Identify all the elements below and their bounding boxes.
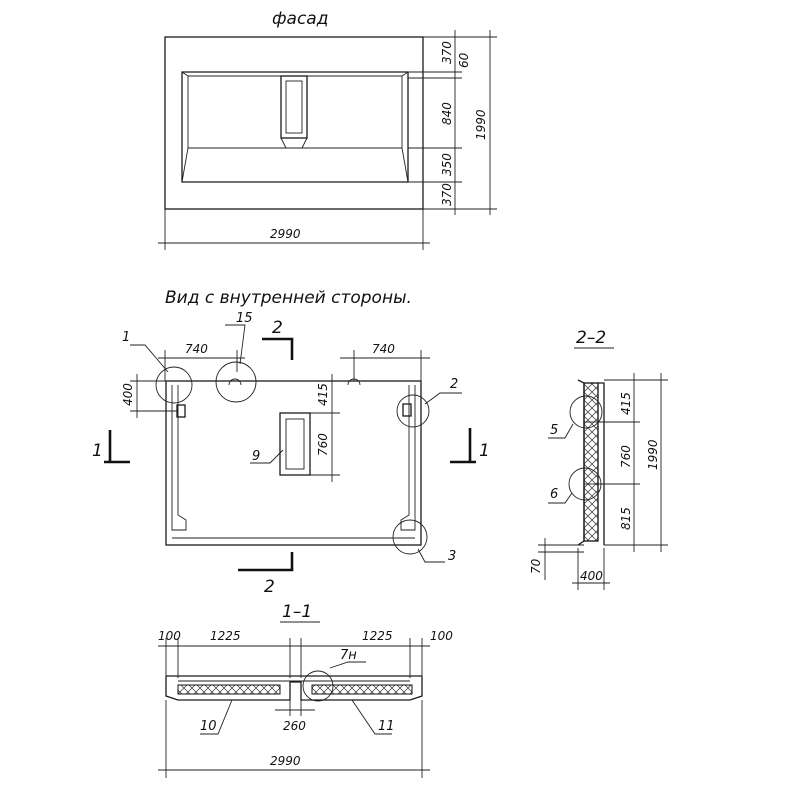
facade-dim-right: 370 60 840 350 370 1990 <box>408 30 497 215</box>
dim-350: 350 <box>440 153 454 176</box>
dim-400-left: 400 <box>121 383 135 406</box>
dim-400-sec: 400 <box>580 569 603 583</box>
facade-dim-bottom: 2990 <box>158 209 430 250</box>
callout-5: 5 <box>550 423 558 438</box>
callout-circle-1 <box>155 366 193 404</box>
inner-view-title: Вид с внутренней стороны. <box>165 288 412 308</box>
callout-7n: 7н <box>340 648 357 663</box>
facade-title: фасад <box>272 9 328 29</box>
dim-740-right: 740 <box>372 342 395 356</box>
inner-dim-center: 415 760 <box>310 374 340 482</box>
callout-9: 9 <box>252 449 260 464</box>
section-2-2-dims-right: 415 760 815 1990 <box>598 373 668 552</box>
dim-1225-right: 1225 <box>362 629 393 643</box>
callout-1: 1 <box>122 330 130 345</box>
dim-840: 840 <box>440 102 454 125</box>
callout-circle-7n <box>302 670 334 702</box>
dim-760-inner: 760 <box>316 433 330 456</box>
dim-100-right: 100 <box>430 629 453 643</box>
dim-260: 260 <box>283 719 306 733</box>
dim-2990-sec: 2990 <box>270 754 301 768</box>
callout-3: 3 <box>448 549 456 564</box>
section-1-1-title: 1–1 <box>282 602 312 622</box>
section-1-1-dims-top: 100 1225 1225 100 <box>158 629 453 678</box>
section-mark-2-bottom: 2 <box>264 577 275 597</box>
section-mark-1-left: 1 <box>92 441 103 461</box>
inner-panel-outline <box>165 380 422 546</box>
inner-view: Вид с внутренней стороны. 1 15 2 9 3 <box>92 288 490 597</box>
facade-panel-outline <box>164 36 424 210</box>
dim-1990-sec: 1990 <box>646 439 660 470</box>
callout-circle-15 <box>215 361 257 403</box>
section-1-1: 1–1 100 1225 1225 100 <box>158 602 453 778</box>
dim-1990-facade: 1990 <box>474 109 488 140</box>
dim-370-top: 370 <box>440 41 454 64</box>
dim-415-sec: 415 <box>619 392 633 415</box>
facade-window <box>181 71 409 183</box>
dim-740-left: 740 <box>185 342 208 356</box>
section-2-2-dims-bottom: 70 400 <box>529 538 610 590</box>
section-2-2-insulation <box>583 382 599 542</box>
dim-60: 60 <box>457 52 471 68</box>
dim-100-left: 100 <box>158 629 181 643</box>
section-2-2: 2–2 5 6 415 760 815 1990 <box>529 328 668 590</box>
dim-1225-left: 1225 <box>210 629 241 643</box>
callout-2: 2 <box>450 377 458 392</box>
section-1-1-slab <box>165 670 423 716</box>
dim-415-inner: 415 <box>316 383 330 406</box>
inner-window-9 <box>279 412 311 476</box>
callout-6: 6 <box>550 487 558 502</box>
section-2-2-title: 2–2 <box>576 328 606 348</box>
dim-70-sec: 70 <box>529 558 543 574</box>
callout-11: 11 <box>378 719 395 734</box>
dim-815-sec: 815 <box>619 507 633 530</box>
callout-circle-3 <box>392 519 428 555</box>
inner-dim-left: 400 <box>121 374 177 418</box>
callout-circle-2 <box>396 394 430 428</box>
callout-15: 15 <box>236 311 253 326</box>
facade-view: фасад 370 60 840 350 37 <box>158 9 497 250</box>
callout-10: 10 <box>200 719 217 734</box>
section-1-1-dims-bottom: 2990 <box>158 700 430 778</box>
section-mark-2-top: 2 <box>272 318 283 338</box>
dim-370-bottom: 370 <box>440 183 454 206</box>
section-mark-1-right: 1 <box>479 441 490 461</box>
dim-2990-facade: 2990 <box>270 227 301 241</box>
inner-dims-top: 740 740 <box>158 342 430 381</box>
callout-circle-5 <box>569 395 603 429</box>
section-marks: 2 2 1 1 <box>92 318 490 597</box>
dim-760-sec: 760 <box>619 445 633 468</box>
